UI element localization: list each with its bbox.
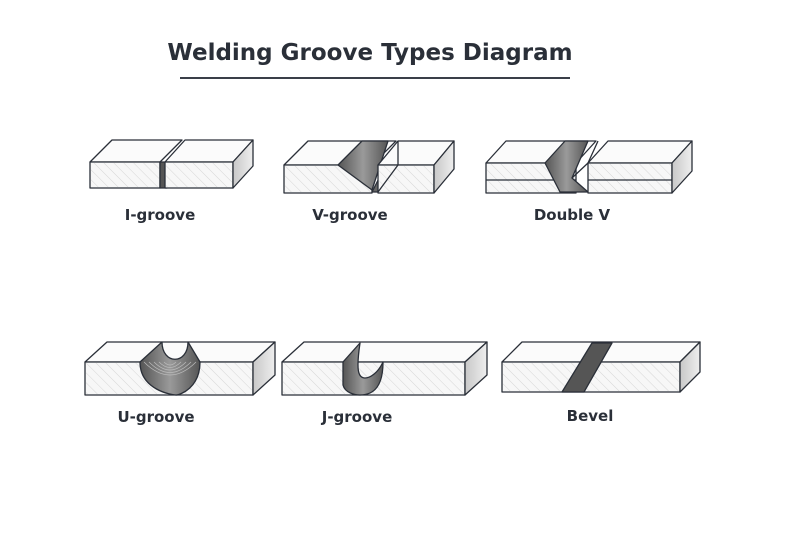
- groove-texture: [148, 361, 192, 373]
- groove-texture: [163, 361, 177, 366]
- block-side-face: [433, 140, 455, 194]
- bevel-label: Bevel: [566, 407, 614, 425]
- groove-texture: [153, 361, 187, 371]
- j-groove-label: J-groove: [321, 408, 393, 426]
- u-groove-label: U-groove: [117, 408, 195, 426]
- block-side-face: [679, 341, 701, 393]
- diagram-title: Welding Groove Types Diagram: [167, 40, 573, 66]
- double-v-illustration: [485, 140, 693, 194]
- j-groove-illustration: [281, 341, 488, 396]
- block-side-face: [232, 139, 254, 189]
- groove-u: [139, 341, 201, 396]
- i-groove-label: I-groove: [124, 206, 196, 224]
- groove-face-left: [337, 140, 389, 191]
- groove-j: [342, 342, 384, 396]
- double-v-label: Double V: [533, 206, 611, 224]
- hatch-texture: [589, 164, 671, 192]
- i-groove-illustration: [89, 139, 254, 189]
- groove-edge: [571, 140, 599, 179]
- groove-texture: [143, 361, 197, 376]
- block-top-face: [281, 341, 488, 363]
- groove-edge: [377, 141, 399, 193]
- title-underline: [180, 77, 570, 79]
- u-groove-illustration: [84, 341, 276, 396]
- v-groove-illustration: [283, 140, 455, 194]
- bevel-weld-band: [561, 342, 613, 393]
- block-side-face: [252, 341, 276, 396]
- block-side-face: [464, 341, 488, 396]
- v-groove-label: V-groove: [312, 206, 388, 224]
- bevel-illustration: [501, 341, 701, 393]
- hatch-texture: [91, 163, 159, 187]
- groove-texture: [158, 361, 182, 368]
- hatch-texture: [166, 163, 232, 187]
- block-side-face: [671, 140, 693, 194]
